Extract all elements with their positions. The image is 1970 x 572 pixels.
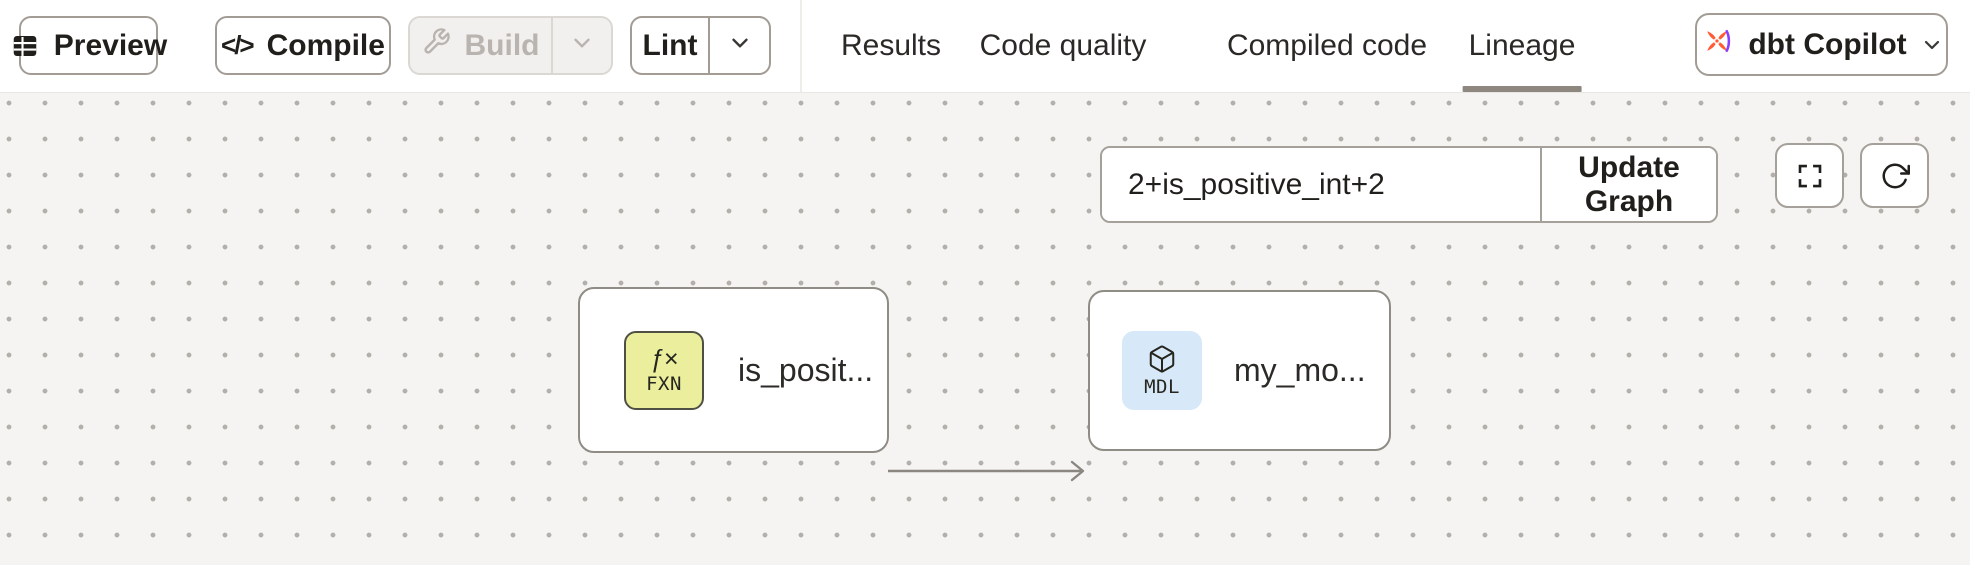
toolbar: Preview </> Compile Build Lint xyxy=(0,0,1970,93)
compile-button-label: Compile xyxy=(266,28,385,62)
build-button[interactable]: Build xyxy=(410,18,551,73)
update-graph-button[interactable]: Update Graph xyxy=(1540,148,1716,221)
chevron-down-icon xyxy=(569,30,595,61)
lint-button-group: Lint xyxy=(630,16,771,75)
node-label: is_posit... xyxy=(738,351,874,388)
fx-symbol: ƒ× xyxy=(649,344,679,373)
table-icon xyxy=(10,31,40,61)
dbt-copilot-label: dbt Copilot xyxy=(1748,27,1907,61)
tab-results-label: Results xyxy=(840,29,942,62)
tab-code-quality[interactable]: Code quality xyxy=(974,0,1153,92)
lint-button-label: Lint xyxy=(642,28,698,62)
dbt-copilot-logo xyxy=(1699,23,1735,67)
fullscreen-button[interactable] xyxy=(1775,143,1844,208)
tab-active-underline xyxy=(1462,86,1582,92)
fullscreen-icon xyxy=(1795,161,1825,191)
tab-code-quality-label: Code quality xyxy=(979,29,1147,62)
build-button-group: Build xyxy=(408,16,613,75)
tab-compiled-code-label: Compiled code xyxy=(1226,29,1428,62)
build-options-caret[interactable] xyxy=(551,18,611,73)
preview-button-label: Preview xyxy=(53,28,168,62)
canvas-bottom-strip xyxy=(0,565,1970,572)
chevron-down-icon xyxy=(1920,33,1944,57)
wrench-icon xyxy=(422,27,451,64)
lint-button[interactable]: Lint xyxy=(632,18,708,73)
model-badge: MDL xyxy=(1122,331,1202,410)
lint-options-caret[interactable] xyxy=(708,18,769,73)
refresh-icon xyxy=(1880,161,1910,191)
tab-lineage[interactable]: Lineage xyxy=(1462,0,1582,92)
node-type-label: MDL xyxy=(1144,376,1180,398)
tab-compiled-code[interactable]: Compiled code xyxy=(1221,0,1433,92)
node-type-label: FXN xyxy=(646,372,682,395)
tab-results[interactable]: Results xyxy=(835,0,947,92)
compile-button[interactable]: </> Compile xyxy=(215,16,391,75)
preview-button[interactable]: Preview xyxy=(13,16,167,75)
cube-icon xyxy=(1147,344,1177,374)
toolbar-divider xyxy=(800,0,802,92)
build-button-label: Build xyxy=(464,28,540,62)
refresh-button[interactable] xyxy=(1860,143,1929,208)
node-label: my_mo... xyxy=(1234,352,1366,388)
lineage-selector-group: Update Graph xyxy=(1100,146,1718,223)
chevron-down-icon xyxy=(727,30,753,61)
code-icon: </> xyxy=(221,30,255,60)
lineage-node-model[interactable]: MDL my_mo... xyxy=(1088,290,1391,451)
lineage-edge-arrow xyxy=(888,460,1085,482)
lineage-selector-input[interactable] xyxy=(1102,148,1540,221)
fx-icon: ƒ× FXN xyxy=(624,330,704,410)
lineage-node-function[interactable]: ƒ× FXN is_posit... xyxy=(578,287,889,453)
dbt-copilot-button[interactable]: dbt Copilot xyxy=(1695,13,1948,76)
lineage-canvas[interactable]: Update Graph ƒ× FXN xyxy=(0,93,1970,565)
tab-lineage-label: Lineage xyxy=(1468,29,1576,62)
